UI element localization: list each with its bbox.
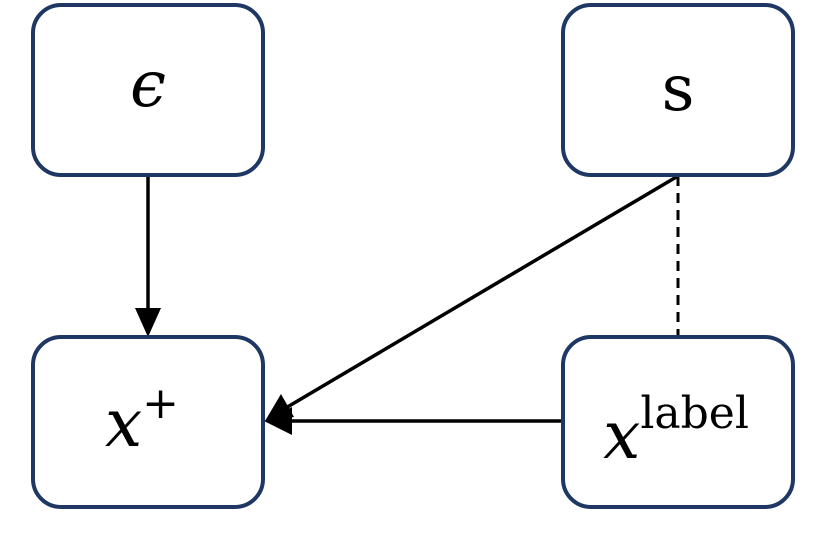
node-xplus-base: x [105, 385, 142, 462]
node-s: s [561, 3, 795, 177]
arrowhead-xlabel-to-xplus [264, 407, 292, 435]
node-xplus-label: x+ [105, 378, 179, 462]
node-x-label: xlabel [561, 335, 795, 509]
node-xplus-superscript: + [142, 378, 179, 429]
node-epsilon-label: ϵ [130, 48, 166, 122]
node-xlabel-superscript: label [640, 388, 749, 439]
edge-s-to-xplus [283, 174, 679, 411]
node-xlabel-label: xlabel [603, 388, 749, 474]
node-x-plus: x+ [31, 335, 265, 509]
node-epsilon: ϵ [31, 3, 265, 177]
node-s-label: s [662, 52, 695, 126]
arrowhead-epsilon-to-xplus [135, 308, 161, 337]
edges [135, 174, 680, 435]
node-xlabel-base: x [603, 397, 640, 474]
